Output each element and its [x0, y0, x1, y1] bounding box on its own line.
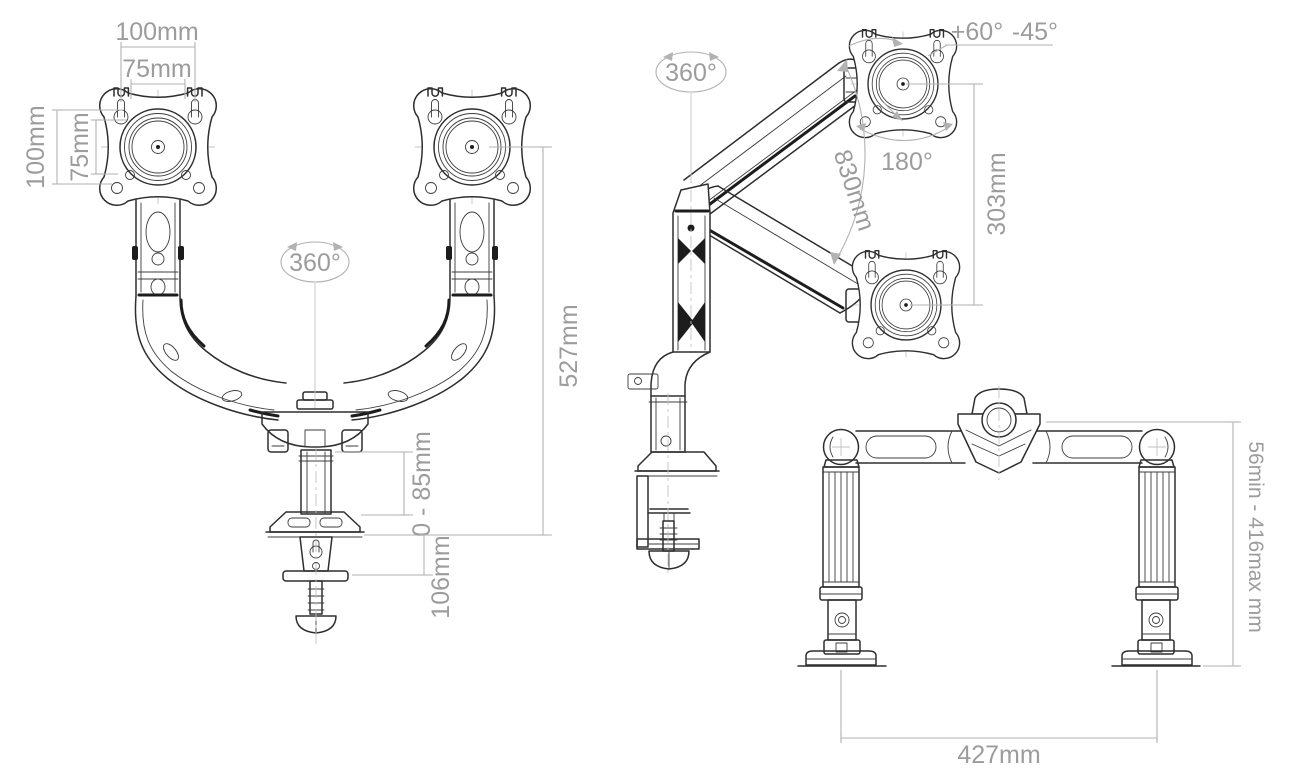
- dim-extension-range: 56min - 416max mm: [1046, 421, 1267, 667]
- label-vesa-height-inner: 75mm: [66, 112, 94, 181]
- dim-vertical-travel: 303mm: [906, 83, 1011, 306]
- side-view: 360° +60° -45° 180° 830mm: [627, 18, 1058, 574]
- label-vertical-travel: 303mm: [983, 152, 1011, 235]
- dim-height-adjustment: 0 - 85mm: [335, 431, 436, 537]
- dim-vesa-height-outer: 100mm: [22, 105, 124, 189]
- label-arm-span: 427mm: [957, 741, 1040, 769]
- label-tilt-down: -45°: [1012, 18, 1058, 46]
- label-vesa-width-inner: 75mm: [122, 55, 191, 83]
- front-vesa-left: [98, 87, 218, 207]
- side-pole-clamp: [627, 351, 720, 574]
- dim-tilt: +60° -45°: [848, 18, 1058, 121]
- dim-arm-span: 427mm: [840, 670, 1158, 769]
- label-arm-arc: 830mm: [828, 146, 880, 234]
- top-product: [797, 386, 1201, 667]
- front-product: [98, 87, 532, 645]
- front-pole-clamp: [265, 448, 365, 645]
- label-height-adjustment: 0 - 85mm: [408, 431, 436, 537]
- label-total-height: 527mm: [555, 304, 583, 387]
- dim-total-height: 527mm: [364, 146, 583, 536]
- label-clamp-depth: 106mm: [427, 535, 455, 618]
- dim-clamp-depth: 106mm: [352, 534, 455, 619]
- label-vesa-height-outer: 100mm: [22, 105, 50, 188]
- front-view: 100mm 75mm 100mm 75mm: [22, 18, 583, 645]
- label-vesa-width-outer: 100mm: [115, 18, 198, 46]
- label-swivel: 180°: [881, 148, 933, 176]
- label-extension-range: 56min - 416max mm: [1244, 441, 1267, 632]
- label-tilt-up: +60°: [951, 18, 1003, 46]
- side-column: [672, 183, 711, 353]
- dim-base-rotation: 360°: [655, 51, 727, 183]
- dim-vesa-width-inner: 75mm: [122, 55, 192, 99]
- side-lower-arm: [693, 185, 868, 314]
- side-product: [627, 29, 961, 574]
- dim-vesa-height-inner: 75mm: [66, 112, 127, 182]
- label-base-rotation: 360°: [665, 59, 717, 87]
- dim-vesa-width-outer: 100mm: [115, 18, 199, 102]
- top-hub: [957, 386, 1041, 480]
- label-front-rotation: 360°: [289, 249, 341, 277]
- top-view: 427mm 56min - 416max mm: [797, 386, 1267, 769]
- dim-front-rotation: 360°: [280, 241, 350, 408]
